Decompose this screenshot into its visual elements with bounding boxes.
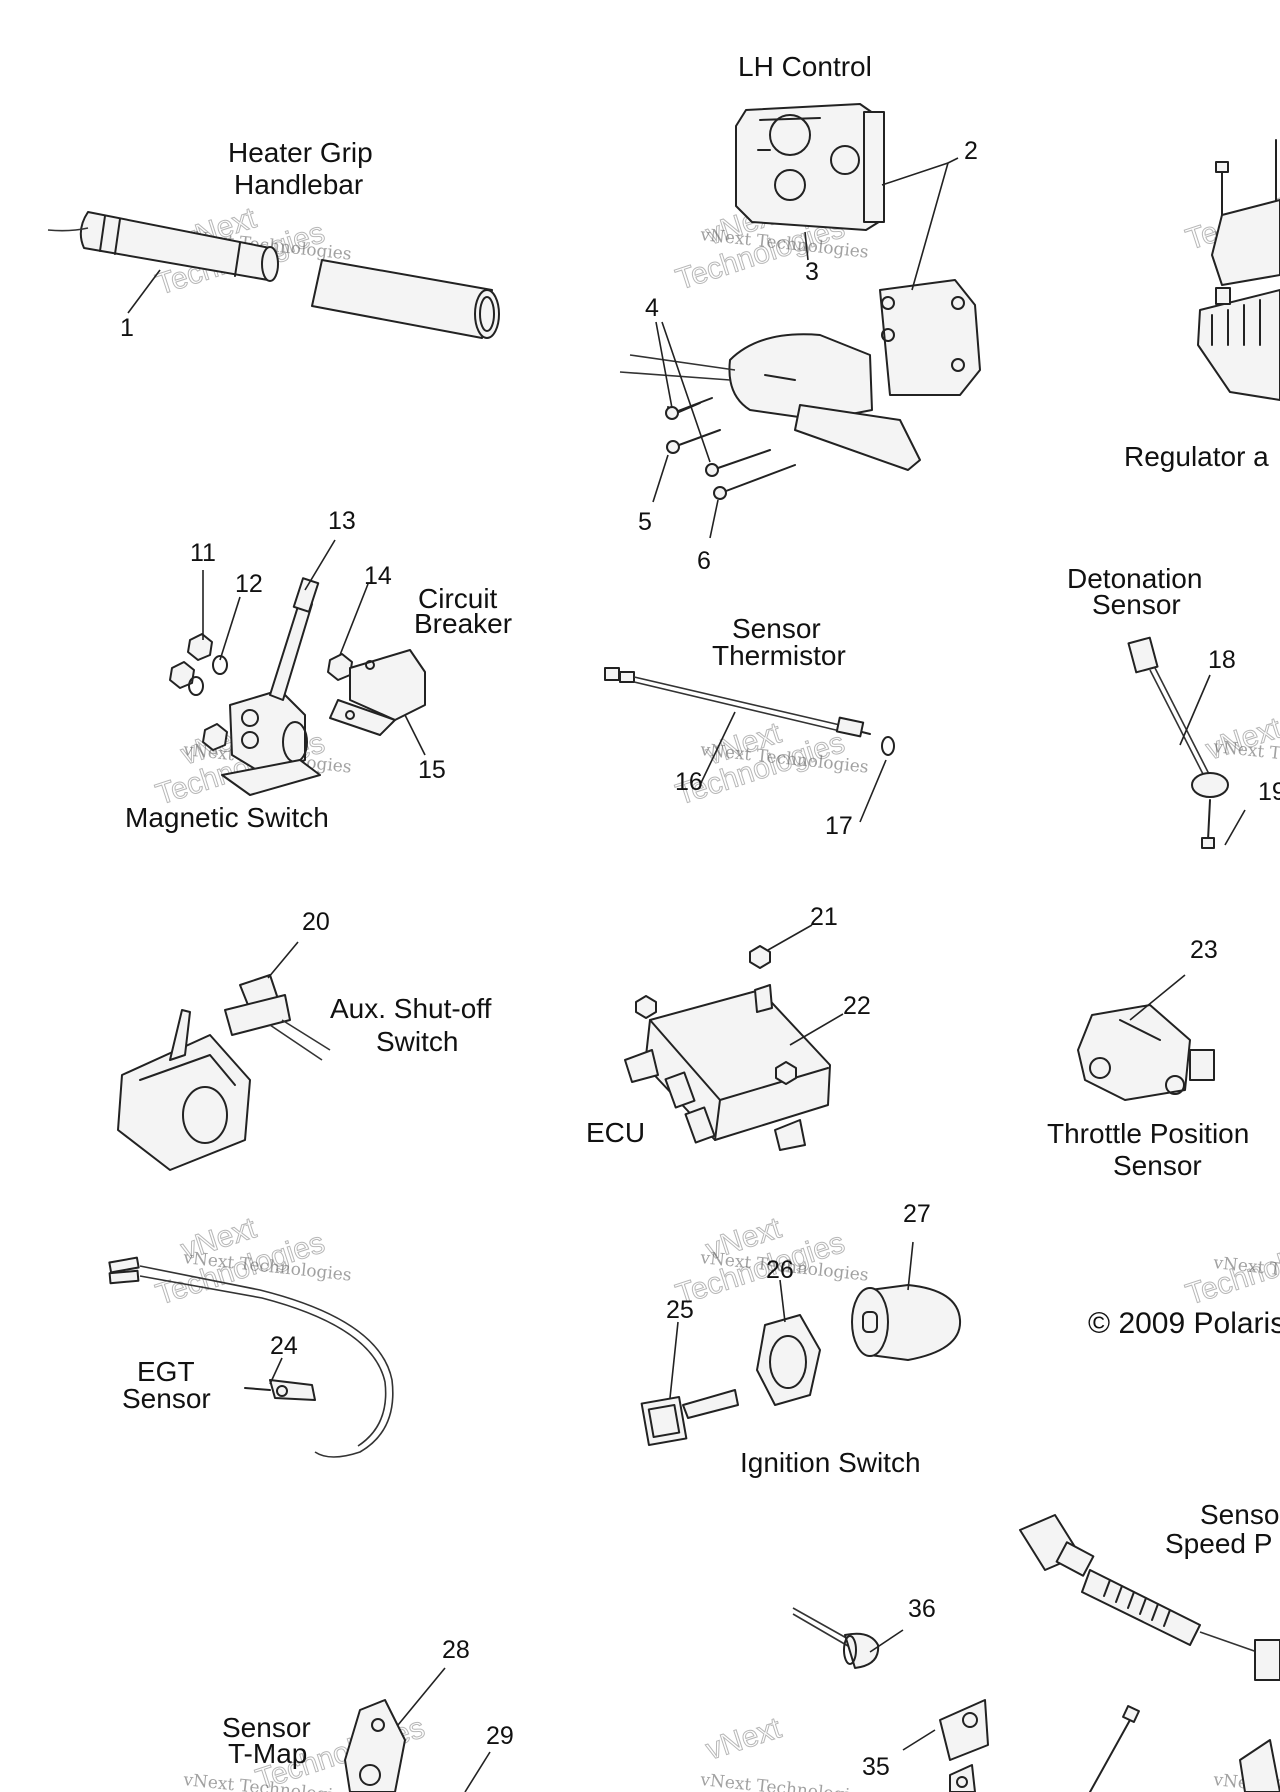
callout-11: 11 (190, 539, 216, 567)
callout-21: 21 (810, 903, 838, 931)
callout-19: 19 (1258, 778, 1280, 806)
ecu-part (624, 945, 831, 1151)
watermark-vnext: vNext (702, 1711, 786, 1766)
throttle-label: Throttle Position (1047, 1118, 1249, 1149)
callout-4: 4 (645, 294, 659, 322)
callout-1: 1 (120, 314, 134, 342)
callout-12: 12 (235, 570, 263, 598)
lh-control-assembly (619, 279, 981, 471)
callout-22: 22 (843, 992, 871, 1020)
regulator-label: Regulator a (1124, 441, 1269, 472)
speed-sensor-label-2: Speed P (1165, 1528, 1272, 1559)
speed-sensor-label-1: Senso (1200, 1499, 1279, 1530)
ignition-switch-part (851, 1284, 962, 1361)
watermarks: vNext Technologies vNext Technologies vN… (151, 171, 1280, 1792)
ignition-key-part (640, 1389, 739, 1446)
aux-shutoff-part (117, 974, 331, 1171)
lh-control-housing (735, 103, 885, 231)
callout-2: 2 (964, 137, 978, 165)
sensor-thermistor-label-1: Sensor (732, 613, 821, 644)
magnetic-switch-part (221, 577, 321, 796)
copyright-text: © 2009 Polaris (1088, 1307, 1280, 1340)
callout-28: 28 (442, 1636, 470, 1664)
callout-5: 5 (638, 508, 652, 536)
ignition-switch-group: Ignition Switch 25 26 27 (640, 1200, 962, 1478)
callout-6: 6 (697, 547, 711, 575)
tmap-sensor-group: Sensor T-Map 28 29 (222, 1636, 514, 1792)
heater-grip-group: Heater Grip Handlebar 1 (47, 137, 500, 342)
speed-sensor-group: Senso Speed P (1019, 1499, 1280, 1792)
egt-sensor-group: EGT Sensor 24 (108, 1256, 394, 1458)
tmap-label: T-Map (228, 1738, 307, 1769)
tmap-sensor-label: Sensor (222, 1712, 311, 1743)
egt-sensor-part (108, 1256, 394, 1458)
handlebar-label: Handlebar (234, 169, 363, 200)
callout-13: 13 (328, 507, 356, 535)
throttle-sensor-part (1077, 1004, 1215, 1101)
aux-switch-label: Switch (376, 1026, 458, 1057)
callout-24: 24 (270, 1332, 298, 1360)
callout-35: 35 (862, 1753, 890, 1781)
callout-29: 29 (486, 1722, 514, 1750)
callout-26: 26 (766, 1256, 794, 1284)
callout-20: 20 (302, 908, 330, 936)
watermark-text: vNext Technologies (1211, 737, 1280, 775)
nuts-washers (169, 633, 228, 751)
ignition-switch-label: Ignition Switch (740, 1447, 921, 1478)
breaker-label: Breaker (414, 608, 512, 639)
heater-grip-part (47, 211, 279, 282)
sensor-thermistor-label-2: Thermistor (712, 640, 846, 671)
callout-18: 18 (1208, 646, 1236, 674)
circuit-label: Circuit (418, 583, 498, 614)
callout-25: 25 (666, 1296, 694, 1324)
throttle-sensor-group: Throttle Position Sensor 23 (1047, 936, 1249, 1181)
ecu-label: ECU (586, 1117, 645, 1148)
tmap-sensor-part (344, 1699, 406, 1792)
part-36 (792, 1607, 880, 1669)
heater-grip-label: Heater Grip (228, 137, 373, 168)
speed-sensor-part (1019, 1514, 1280, 1792)
lh-control-screws (665, 397, 796, 500)
ignition-nut-part (756, 1314, 821, 1406)
watermark-text: vNext Technologies (698, 1770, 869, 1792)
lh-control-label: LH Control (738, 51, 872, 82)
callout-27: 27 (903, 1200, 931, 1228)
callout-15: 15 (418, 756, 446, 784)
magnetic-switch-label: Magnetic Switch (125, 802, 329, 833)
callout-14: 14 (364, 562, 392, 590)
egt-label: EGT (137, 1356, 195, 1387)
detonation-sensor-part (1127, 636, 1229, 849)
detonation-sensor-group: Detonation Sensor 18 19 (1067, 563, 1280, 849)
regulator-group: Regulator a (1124, 139, 1280, 472)
ecu-group: ECU 21 22 (586, 903, 871, 1151)
misc-parts-group: 36 35 (792, 1595, 989, 1792)
handlebar-part (311, 259, 500, 339)
sensor-thermistor-group: Sensor Thermistor 16 17 (604, 613, 895, 840)
throttle-sensor-label: Sensor (1113, 1150, 1202, 1181)
detonation-label: Detonation (1067, 563, 1202, 594)
thermistor-part (604, 667, 895, 756)
callout-3: 3 (805, 258, 819, 286)
callout-16: 16 (675, 768, 703, 796)
callout-23: 23 (1190, 936, 1218, 964)
circuit-breaker-part (327, 649, 426, 736)
aux-shutoff-label: Aux. Shut-off (330, 993, 492, 1024)
callout-36: 36 (908, 1595, 936, 1623)
detonation-sensor-label: Sensor (1092, 589, 1181, 620)
lh-control-group: LH Control (619, 51, 981, 575)
regulator-part (1197, 139, 1280, 401)
magnetic-switch-group: Circuit Breaker Magnetic Switch (125, 507, 512, 833)
part-35 (939, 1699, 989, 1792)
callout-17: 17 (825, 812, 853, 840)
aux-shutoff-group: Aux. Shut-off Switch 20 (117, 908, 492, 1171)
egt-sensor-label: Sensor (122, 1383, 211, 1414)
